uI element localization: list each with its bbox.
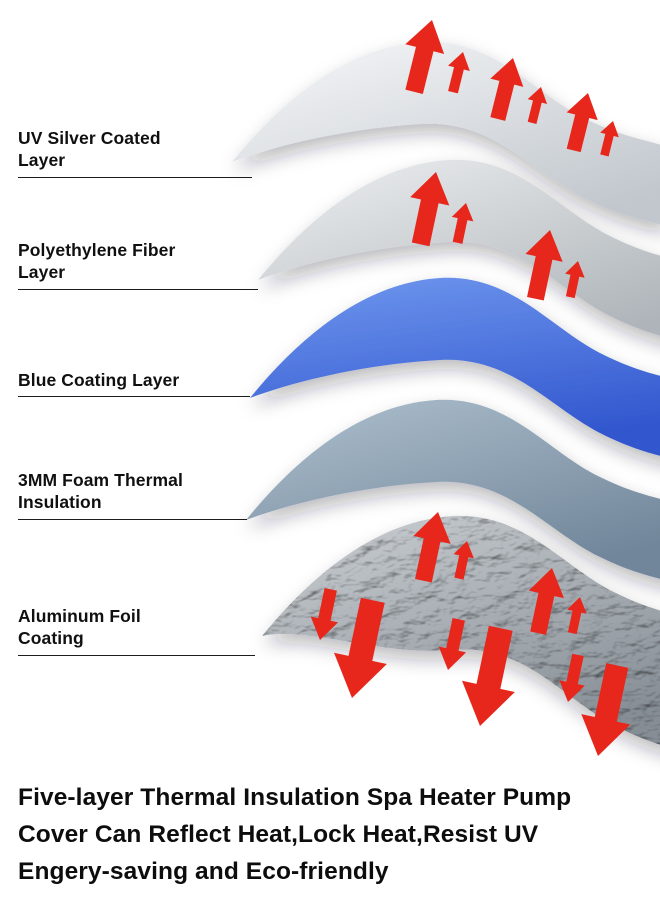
caption-line: Engery-saving and Eco-friendly xyxy=(18,857,389,885)
layer-label-text: UV Silver Coated Layer xyxy=(18,128,161,171)
layer-label-text: 3MM Foam Thermal Insulation xyxy=(18,470,183,513)
caption-line: Five-layer Thermal Insulation Spa Heater… xyxy=(18,784,572,811)
layer-label-text: Blue Coating Layer xyxy=(18,370,180,390)
layer-label-aluminum-foil: Aluminum Foil Coating xyxy=(18,605,255,656)
layer-label-uv-silver: UV Silver Coated Layer xyxy=(18,127,252,178)
layer-label-blue-coating: Blue Coating Layer xyxy=(18,369,250,398)
layer-label-foam-insulation: 3MM Foam Thermal Insulation xyxy=(18,469,247,520)
layer-label-text: Aluminum Foil Coating xyxy=(18,606,141,649)
layer-label-text: Polyethylene Fiber Layer xyxy=(18,240,176,283)
caption-line: Cover Can Reflect Heat,Lock Heat,Resist … xyxy=(18,820,539,848)
layer-label-polyethylene-fiber: Polyethylene Fiber Layer xyxy=(18,239,258,290)
caption: Five-layer Thermal Insulation Spa Heater… xyxy=(18,780,650,890)
